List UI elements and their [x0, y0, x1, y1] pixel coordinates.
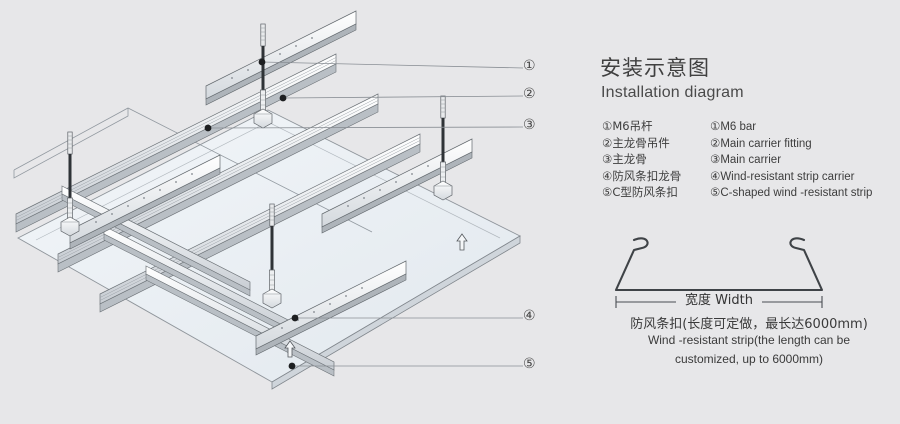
legend-item: ③主龙骨 ③Main carrier: [602, 151, 898, 168]
caption-en-line1: Wind -resistant strip(the length can be: [647, 333, 851, 347]
legend-label-en: ⑤C-shaped wind -resistant strip: [710, 185, 873, 199]
legend-label-en: ①M6 bar: [710, 119, 757, 133]
legend-label-cn: ②主龙骨吊件: [602, 135, 670, 150]
caption-en-line2: customized, up to 6000mm): [674, 352, 824, 366]
legend-item: ②主龙骨吊件 ②Main carrier fitting: [602, 135, 898, 152]
legend-label-en: ③Main carrier: [710, 152, 782, 166]
width-dimension-label: 宽度 Width: [685, 293, 753, 308]
legend-label-en: ④Wind-resistant strip carrier: [710, 168, 855, 183]
legend-item: ⑤C型防风条扣 ⑤C-shaped wind -resistant strip: [602, 184, 898, 201]
legend-label-cn: ④防风条扣龙骨: [602, 168, 682, 183]
caption-cn: 防风条扣(长度可定做，最长达6000mm): [630, 317, 868, 332]
width-dimension-line: [615, 296, 823, 308]
callout-anchor-dot-group: [204, 58, 299, 370]
legend-item: ①M6吊杆 ①M6 bar: [602, 118, 898, 135]
legend-label-cn: ①M6吊杆: [602, 119, 653, 133]
info-column: 安装示意图 Installation diagram ①M6吊杆 ①M6 bar…: [598, 0, 900, 424]
callout-leader-group: [207, 61, 524, 367]
perforation-dots: [95, 37, 429, 329]
page-title-cn: 安装示意图: [600, 56, 710, 80]
c-profile-cross-section: 宽度 Width: [604, 232, 894, 310]
c-profile-outline: [614, 237, 824, 292]
legend-label-en: ②Main carrier fitting: [710, 135, 812, 150]
isometric-ceiling-illustration: ① ② ③ ④ ⑤: [13, 10, 536, 390]
legend-item: ④防风条扣龙骨 ④Wind-resistant strip carrier: [602, 168, 898, 185]
legend-label-cn: ⑤C型防风条扣: [602, 185, 678, 199]
legend-list: ①M6吊杆 ①M6 bar ②主龙骨吊件 ②Main carrier fitti…: [602, 118, 898, 201]
page-title-en: Installation diagram: [601, 84, 744, 101]
legend-label-cn: ③主龙骨: [602, 152, 647, 166]
